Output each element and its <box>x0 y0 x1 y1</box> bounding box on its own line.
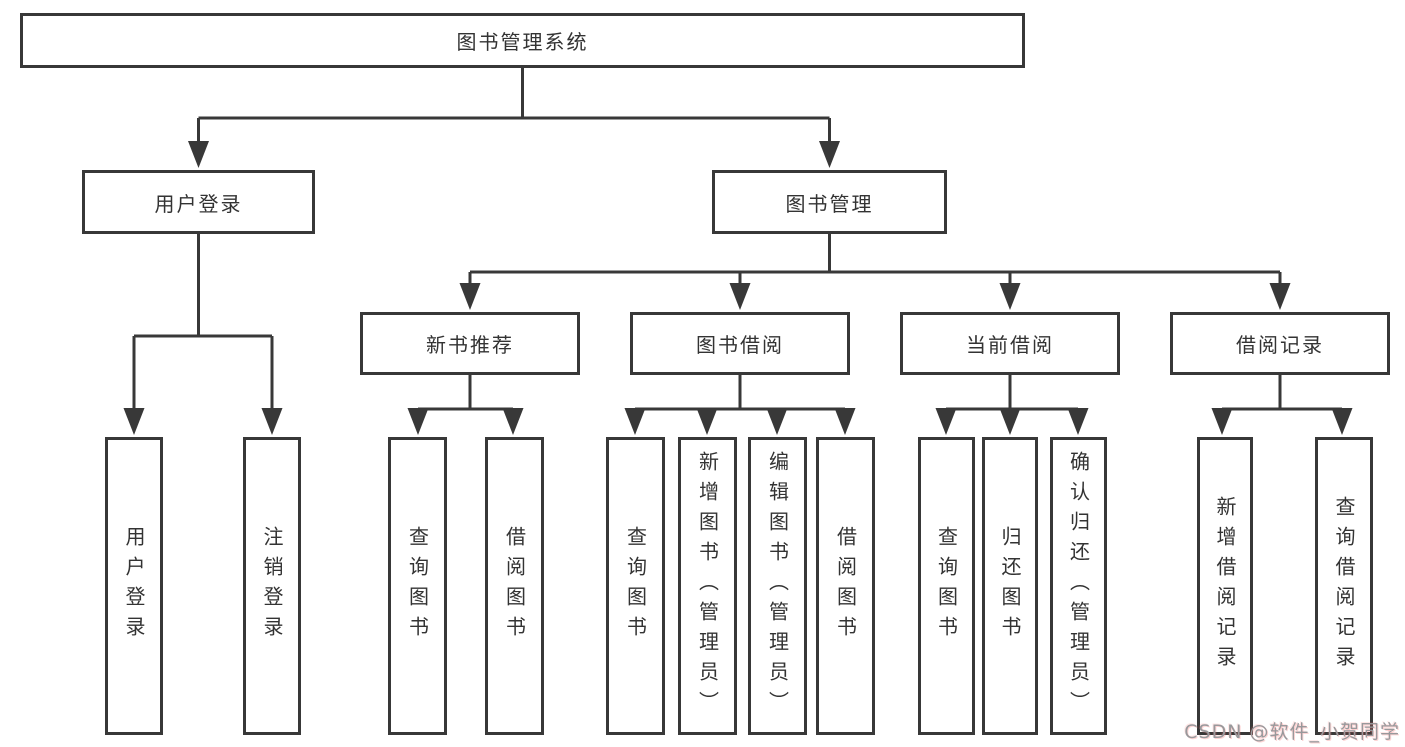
leaf-label: 确认归还（管理员） <box>1066 451 1091 721</box>
node-root: 图书管理系统 <box>20 13 1025 68</box>
leaf-label: 查询借阅记录 <box>1332 496 1356 676</box>
node-new-book-recommend-label: 新书推荐 <box>426 333 514 357</box>
node-leaf-bb-add-books-admin: 新增图书（管理员） <box>678 437 737 735</box>
node-current-borrow: 当前借阅 <box>900 312 1120 375</box>
node-borrow-records: 借阅记录 <box>1170 312 1390 375</box>
node-book-management: 图书管理 <box>712 170 947 234</box>
node-user-login-label: 用户登录 <box>154 191 243 216</box>
node-leaf-nbr-borrow-books: 借阅图书 <box>485 437 544 735</box>
node-leaf-nbr-query-books: 查询图书 <box>388 437 447 735</box>
node-leaf-user-login: 用户登录 <box>105 437 163 735</box>
node-current-borrow-label: 当前借阅 <box>966 333 1054 357</box>
leaf-label: 新增借阅记录 <box>1213 496 1237 676</box>
node-borrow-records-label: 借阅记录 <box>1236 333 1324 357</box>
node-new-book-recommend: 新书推荐 <box>360 312 580 375</box>
node-root-label: 图书管理系统 <box>456 30 589 54</box>
csdn-watermark: CSDN @软件_小贺同学 <box>1184 721 1400 743</box>
node-user-login: 用户登录 <box>82 170 315 234</box>
node-leaf-cb-query-books: 查询图书 <box>918 437 975 735</box>
leaf-label: 查询图书 <box>623 526 648 646</box>
leaf-label: 用户登录 <box>122 526 146 646</box>
leaf-label: 注销登录 <box>260 526 284 646</box>
node-book-management-label: 图书管理 <box>785 191 874 216</box>
leaf-label: 借阅图书 <box>502 526 527 646</box>
leaf-label: 编辑图书（管理员） <box>765 451 790 721</box>
node-book-borrow-label: 图书借阅 <box>696 333 784 357</box>
leaf-label: 查询图书 <box>405 526 430 646</box>
leaf-label: 借阅图书 <box>833 526 858 646</box>
node-leaf-cb-confirm-return-admin: 确认归还（管理员） <box>1050 437 1107 735</box>
leaf-label: 查询图书 <box>934 526 959 646</box>
node-leaf-bb-borrow-books: 借阅图书 <box>816 437 875 735</box>
node-leaf-br-query-record: 查询借阅记录 <box>1315 437 1373 735</box>
leaf-label: 归还图书 <box>998 526 1022 646</box>
leaf-label: 新增图书（管理员） <box>695 451 720 721</box>
node-leaf-bb-query-books: 查询图书 <box>606 437 665 735</box>
node-leaf-br-add-record: 新增借阅记录 <box>1197 437 1253 735</box>
node-leaf-logout: 注销登录 <box>243 437 301 735</box>
node-book-borrow: 图书借阅 <box>630 312 850 375</box>
node-leaf-bb-edit-books-admin: 编辑图书（管理员） <box>748 437 807 735</box>
node-leaf-cb-return-books: 归还图书 <box>982 437 1038 735</box>
